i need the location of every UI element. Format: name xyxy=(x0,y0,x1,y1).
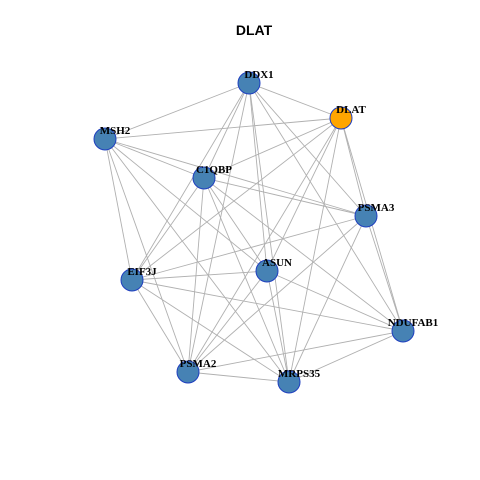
edge-asun-psma2 xyxy=(187,270,268,373)
edge-c1qbp-psma2 xyxy=(187,177,205,373)
edge-dlat-c1qbp xyxy=(203,117,342,179)
edge-ddx1-mrps35 xyxy=(248,82,290,383)
node-label-asun: ASUN xyxy=(262,257,292,269)
edge-c1qbp-eif3j xyxy=(131,177,205,281)
nodes-layer xyxy=(93,71,415,394)
node-ndufab1[interactable] xyxy=(391,319,415,343)
node-label-c1qbp: C1QBP xyxy=(196,164,232,176)
node-label-eif3j: EIF3J xyxy=(127,266,157,278)
edge-asun-mrps35 xyxy=(266,270,290,383)
edge-psma2-mrps35 xyxy=(187,371,290,383)
edge-ndufab1-psma2 xyxy=(187,330,404,373)
edge-msh2-psma2 xyxy=(104,138,189,373)
node-label-mrps35: MRPS35 xyxy=(278,368,321,380)
node-eif3j[interactable] xyxy=(120,268,144,292)
edge-psma3-eif3j xyxy=(131,215,367,281)
edge-c1qbp-psma3 xyxy=(203,177,367,217)
edge-ddx1-psma2 xyxy=(187,82,250,373)
edge-eif3j-ndufab1 xyxy=(131,279,404,332)
node-label-psma3: PSMA3 xyxy=(358,202,395,214)
edge-msh2-asun xyxy=(104,138,268,272)
node-c1qbp[interactable] xyxy=(192,166,216,190)
edge-msh2-c1qbp xyxy=(104,138,205,179)
node-label-ddx1: DDX1 xyxy=(244,69,273,81)
node-label-ndufab1: NDUFAB1 xyxy=(388,317,439,329)
node-psma3[interactable] xyxy=(354,204,378,228)
node-mrps35[interactable] xyxy=(277,370,301,394)
edge-dlat-eif3j xyxy=(131,117,342,281)
edge-eif3j-psma2 xyxy=(131,279,189,373)
edge-dlat-mrps35 xyxy=(288,117,342,383)
graph-title: DLAT xyxy=(236,22,273,38)
edge-msh2-psma3 xyxy=(104,138,367,217)
edge-c1qbp-asun xyxy=(203,177,268,272)
edge-ddx1-c1qbp xyxy=(203,82,250,179)
edge-ddx1-msh2 xyxy=(104,82,250,140)
edge-ndufab1-mrps35 xyxy=(288,330,404,383)
edge-msh2-eif3j xyxy=(104,138,133,281)
node-asun[interactable] xyxy=(255,259,279,283)
edge-psma3-psma2 xyxy=(187,215,367,373)
edge-c1qbp-mrps35 xyxy=(203,177,290,383)
edge-psma3-ndufab1 xyxy=(365,215,404,332)
edge-asun-eif3j xyxy=(131,270,268,281)
node-ddx1[interactable] xyxy=(237,71,261,95)
node-label-dlat: DLAT xyxy=(336,104,366,116)
edges-layer xyxy=(104,82,404,383)
node-msh2[interactable] xyxy=(93,127,117,151)
edge-psma3-mrps35 xyxy=(288,215,367,383)
node-label-psma2: PSMA2 xyxy=(180,358,217,370)
edge-eif3j-mrps35 xyxy=(131,279,290,383)
edge-dlat-psma2 xyxy=(187,117,342,373)
edge-ddx1-eif3j xyxy=(131,82,250,281)
node-psma2[interactable] xyxy=(176,360,200,384)
edge-dlat-msh2 xyxy=(104,117,342,140)
edge-dlat-psma3 xyxy=(340,117,367,217)
edge-asun-ndufab1 xyxy=(266,270,404,332)
edge-ddx1-dlat xyxy=(248,82,342,119)
edge-ddx1-psma3 xyxy=(248,82,367,217)
edge-ddx1-asun xyxy=(248,82,268,272)
node-label-msh2: MSH2 xyxy=(100,125,131,137)
node-dlat[interactable] xyxy=(329,106,353,130)
edge-dlat-asun xyxy=(266,117,342,272)
edge-c1qbp-ndufab1 xyxy=(203,177,404,332)
